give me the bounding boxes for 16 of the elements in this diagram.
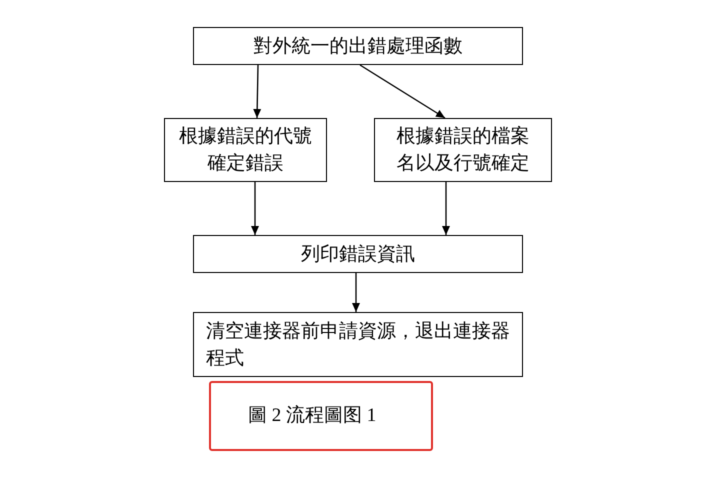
arrow: [442, 182, 450, 235]
process-box: [193, 27, 523, 65]
figure-caption: 圖 2 流程圖图 1: [248, 404, 376, 428]
arrow: [360, 64, 446, 119]
process-box: [193, 235, 523, 273]
arrow: [253, 64, 262, 118]
box-text: 根據錯誤的代號確定錯誤: [178, 125, 313, 176]
process-box: [164, 118, 327, 182]
box-text: 根據錯誤的檔案名以及行號確定: [396, 124, 530, 176]
process-box: [374, 118, 552, 182]
box-text: 清空連接器前申請資源，退出連接器程式: [206, 320, 510, 370]
arrow: [251, 182, 259, 235]
box-text: 列印錯誤資訊: [301, 242, 415, 266]
box-text: 對外統一的出錯處理函數: [254, 34, 462, 58]
arrow: [352, 273, 360, 312]
process-box: [193, 312, 523, 377]
